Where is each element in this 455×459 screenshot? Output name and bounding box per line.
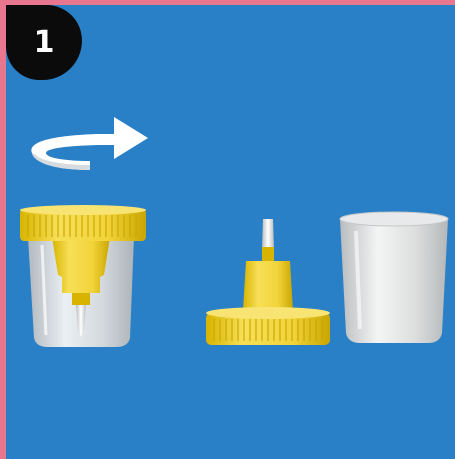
container-with-cap-icon <box>20 205 146 347</box>
counterclockwise-arrow-icon <box>31 117 148 170</box>
illustration-canvas: 1 <box>6 5 455 459</box>
empty-container-icon <box>340 212 448 343</box>
cap-with-transfer-unit-icon <box>206 219 330 345</box>
step-illustration <box>6 5 455 459</box>
